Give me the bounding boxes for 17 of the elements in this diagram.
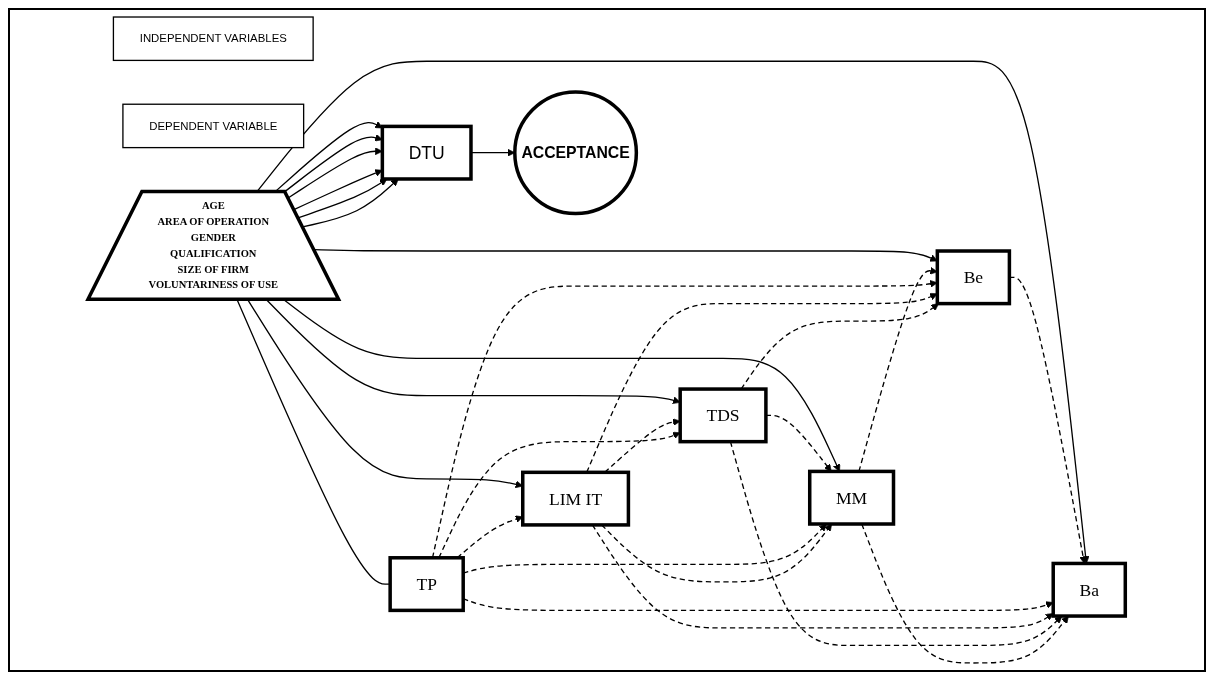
- node-box: DTU: [380, 124, 474, 181]
- node-box: INDEPENDENT VARIABLES: [113, 16, 315, 62]
- node-box: TP: [388, 556, 466, 613]
- node-box: TDS: [678, 387, 768, 444]
- arrow: [586, 293, 938, 473]
- arrow: [256, 60, 1090, 564]
- node-circle: ACCEPTANCE: [513, 90, 639, 216]
- arrow: [302, 178, 399, 228]
- arrow: [730, 441, 1063, 647]
- node-box: Be: [935, 249, 1012, 306]
- node-box: Ba: [1051, 561, 1128, 618]
- arrow: [592, 524, 1054, 629]
- arrow: [297, 178, 388, 219]
- arrow: [740, 303, 940, 390]
- node-box: LIM IT: [521, 470, 631, 527]
- node-box: DEPENDENT VARIABLE: [122, 103, 305, 149]
- node-box: MM: [808, 469, 896, 526]
